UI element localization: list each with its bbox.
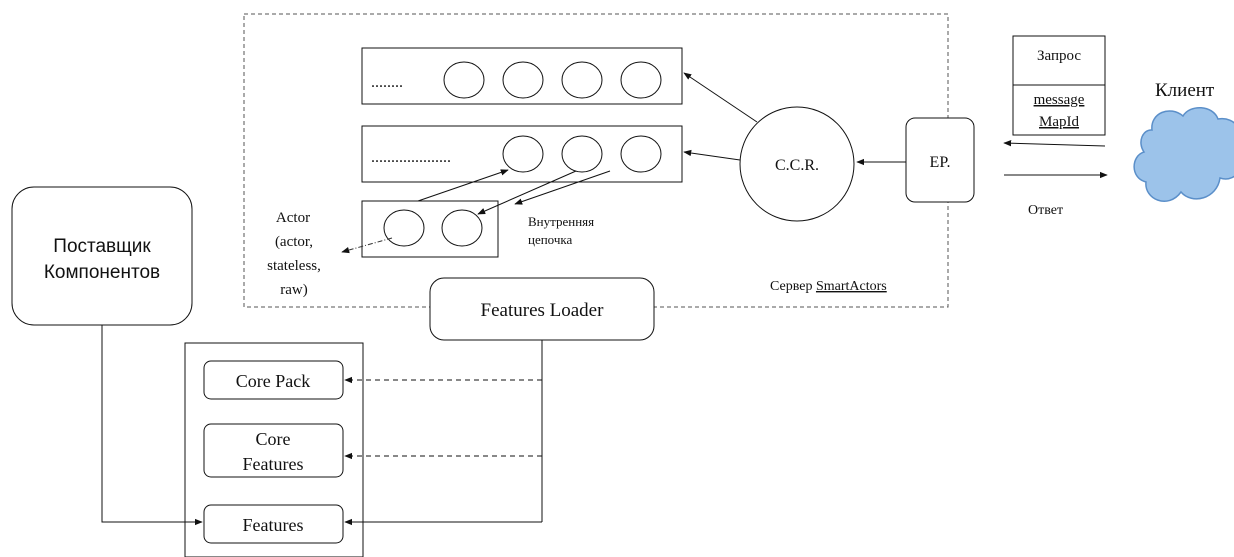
core-pack-label: Core Pack: [236, 371, 310, 391]
chain-row-2-dots: ....................: [371, 149, 451, 166]
ep-label: EP.: [930, 154, 951, 171]
svg-text:stateless,: stateless,: [267, 258, 321, 274]
component-provider-line1: Поставщик: [53, 236, 151, 257]
svg-text:(actor,: (actor,: [275, 234, 313, 250]
core-features-line1: Core: [256, 429, 291, 449]
core-pack-box: [203, 360, 344, 400]
chain-row-1-dots: ........: [371, 74, 403, 91]
svg-text:raw): raw): [280, 282, 307, 298]
chain-row-2: ....................: [361, 125, 683, 183]
features-box: [203, 504, 344, 544]
features-loader: Features Loader: [429, 277, 655, 341]
ccr-to-row2-arrow: [683, 149, 741, 161]
svg-text:цепочка: цепочка: [528, 232, 573, 247]
actor-node: [620, 61, 662, 99]
ccr-circle: [739, 106, 855, 222]
provider-to-features-arrow: [101, 325, 203, 526]
packages-container: Core Pack Core Features Features: [184, 342, 364, 557]
inner-chain-caption: Внутренняя цепочка: [528, 214, 594, 247]
component-provider-line2: Компонентов: [44, 262, 160, 283]
actor-node: [620, 135, 662, 173]
ccr-label: C.C.R.: [775, 157, 819, 174]
ccr-to-row1-arrow: [683, 72, 758, 123]
cloud-icon: [1133, 107, 1234, 202]
actor-node: [441, 209, 483, 247]
call-inner-chain-arrow: [417, 169, 509, 202]
client-to-ep-arrow: [1003, 140, 1106, 147]
server-caption: Сервер SmartActors: [770, 279, 887, 294]
inner-chain: [361, 200, 499, 258]
actor-node: [383, 209, 425, 247]
ccr-node: C.C.R.: [739, 106, 855, 222]
client-label: Клиент: [1155, 80, 1215, 101]
svg-text:Внутренняя: Внутренняя: [528, 214, 594, 229]
request-field-message: message: [1034, 92, 1085, 108]
inner-chain-caption-arrow: [514, 170, 611, 205]
actor-node: [502, 135, 544, 173]
return-from-inner-chain-arrow: [477, 170, 577, 215]
ep-node: EP.: [905, 117, 975, 203]
actor-node: [502, 61, 544, 99]
actor-node: [443, 61, 485, 99]
request-box: Запрос message MapId: [1012, 35, 1106, 136]
actor-label: Actor (actor, stateless, raw): [267, 210, 321, 298]
ep-box: [905, 117, 975, 203]
features-loader-label: Features Loader: [481, 300, 605, 321]
core-features-box: [203, 423, 344, 478]
request-header: Запрос: [1037, 48, 1081, 64]
server-caption-name: SmartActors: [816, 279, 887, 294]
response-label: Ответ: [1028, 203, 1063, 218]
actor-pointer-arrow: [341, 237, 393, 254]
svg-text:Actor: Actor: [276, 210, 310, 226]
chain-row-1: ........: [361, 47, 683, 105]
request-field-mapid: MapId: [1039, 114, 1079, 130]
actor-node: [561, 61, 603, 99]
component-provider: Поставщик Компонентов: [11, 186, 193, 326]
features-label: Features: [243, 515, 304, 535]
actor-node: [561, 135, 603, 173]
core-features-line2: Features: [243, 454, 304, 474]
